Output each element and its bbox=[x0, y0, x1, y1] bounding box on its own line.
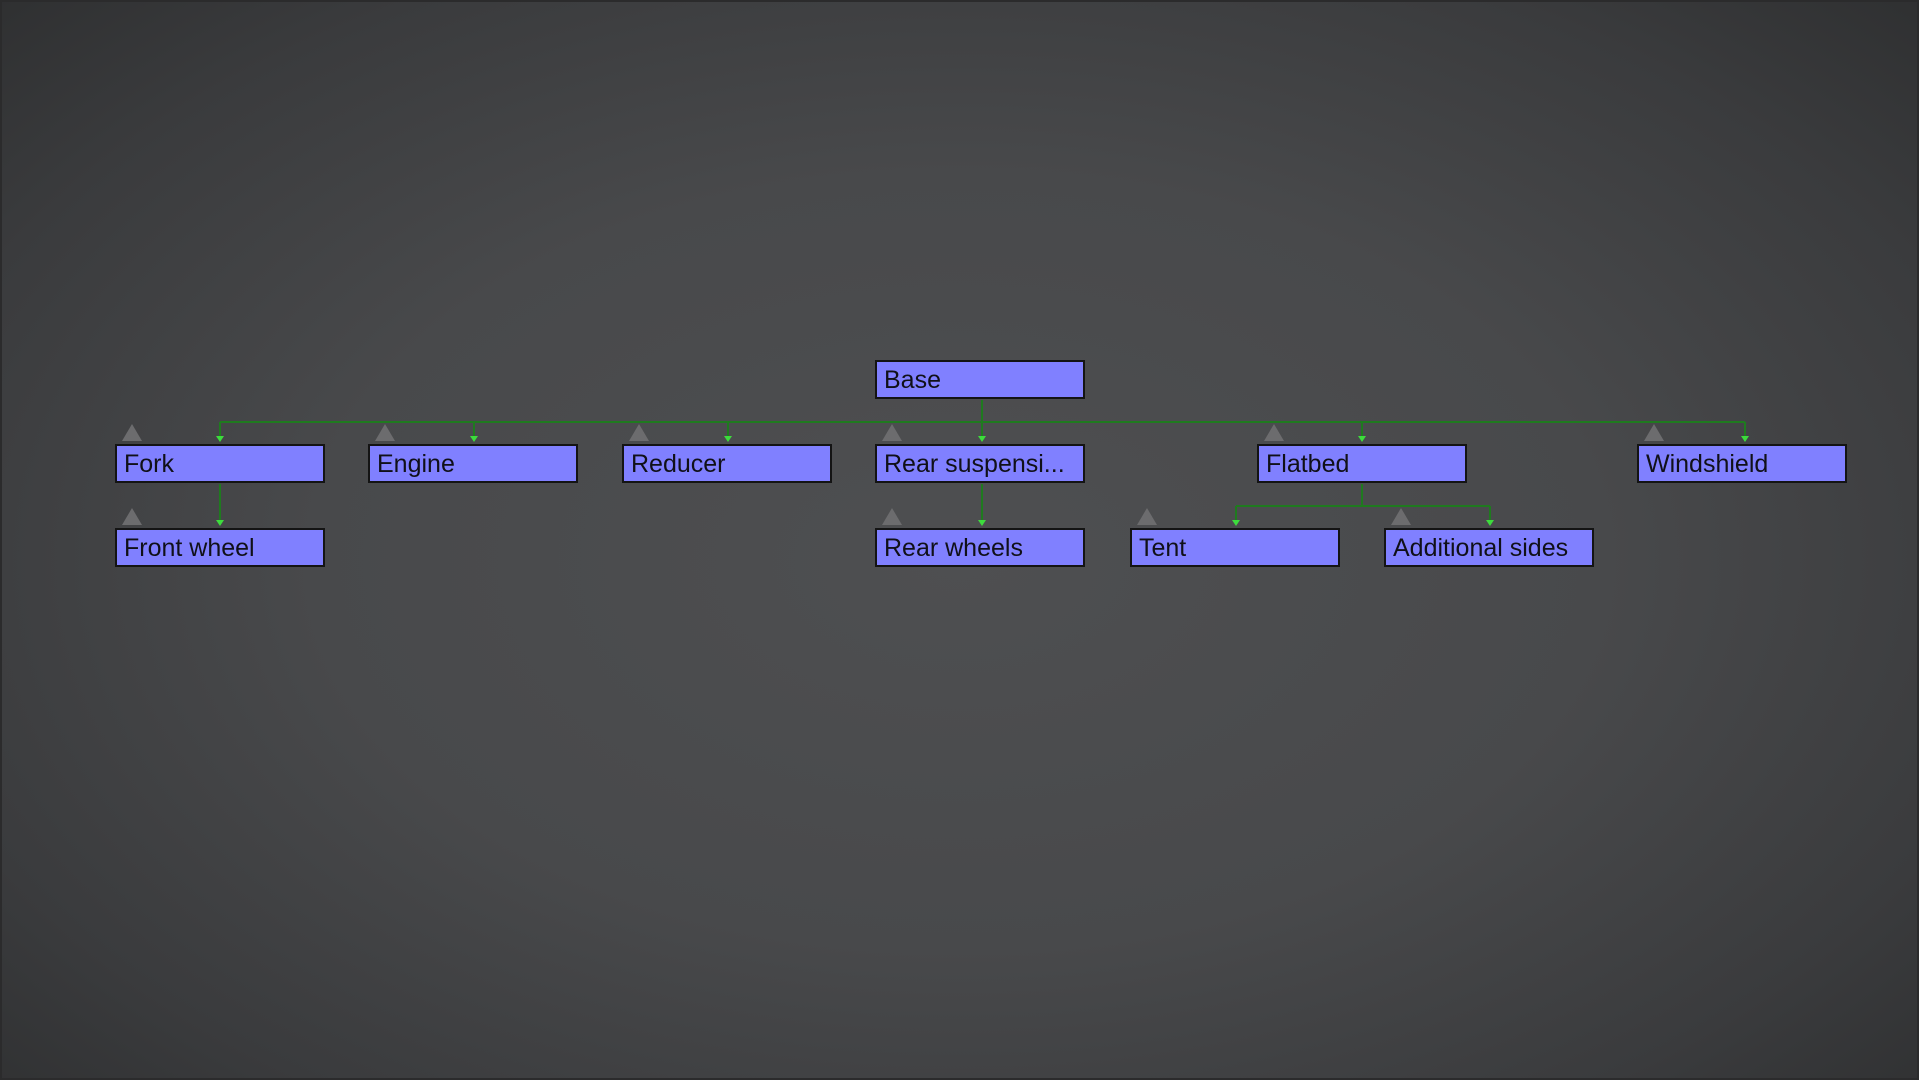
node-fork[interactable]: Fork bbox=[115, 424, 325, 483]
arrow-rear-wheels bbox=[978, 520, 986, 526]
node-label: Windshield bbox=[1646, 450, 1769, 478]
node-label: Reducer bbox=[631, 450, 726, 478]
node-label: Base bbox=[884, 366, 941, 394]
triangle-up-icon[interactable] bbox=[882, 424, 902, 441]
node-rear-suspension[interactable]: Rear suspensi... bbox=[875, 424, 1085, 483]
triangle-up-icon[interactable] bbox=[1137, 508, 1157, 525]
node-windshield[interactable]: Windshield bbox=[1637, 424, 1847, 483]
arrow-rear-suspension bbox=[978, 436, 986, 442]
node-tent[interactable]: Tent bbox=[1130, 508, 1340, 567]
arrow-front-wheel bbox=[216, 520, 224, 526]
triangle-up-icon[interactable] bbox=[1264, 424, 1284, 441]
node-flatbed[interactable]: Flatbed bbox=[1257, 424, 1467, 483]
arrow-fork bbox=[216, 436, 224, 442]
node-label: Additional sides bbox=[1393, 534, 1569, 562]
triangle-up-icon[interactable] bbox=[122, 424, 142, 441]
triangle-up-icon[interactable] bbox=[629, 424, 649, 441]
arrow-flatbed bbox=[1358, 436, 1366, 442]
node-front-wheel[interactable]: Front wheel bbox=[115, 508, 325, 567]
arrow-engine bbox=[470, 436, 478, 442]
arrow-reducer bbox=[724, 436, 732, 442]
node-label: Front wheel bbox=[124, 534, 255, 562]
node-rear-wheels[interactable]: Rear wheels bbox=[875, 508, 1085, 567]
node-reducer[interactable]: Reducer bbox=[622, 424, 832, 483]
node-label: Rear suspensi... bbox=[884, 450, 1065, 478]
node-additional-sides[interactable]: Additional sides bbox=[1384, 508, 1594, 567]
triangle-up-icon[interactable] bbox=[375, 424, 395, 441]
triangle-up-icon[interactable] bbox=[882, 508, 902, 525]
arrow-windshield bbox=[1741, 436, 1749, 442]
node-label: Rear wheels bbox=[884, 534, 1023, 562]
arrow-tent bbox=[1232, 520, 1240, 526]
arrow-additional-sides bbox=[1486, 520, 1494, 526]
triangle-up-icon[interactable] bbox=[1391, 508, 1411, 525]
node-engine[interactable]: Engine bbox=[368, 424, 578, 483]
triangle-up-icon[interactable] bbox=[1644, 424, 1664, 441]
node-label: Fork bbox=[124, 450, 174, 478]
node-label: Flatbed bbox=[1266, 450, 1350, 478]
node-label: Tent bbox=[1139, 534, 1187, 562]
node-label: Engine bbox=[377, 450, 455, 478]
node-base[interactable]: Base bbox=[875, 360, 1085, 399]
triangle-up-icon[interactable] bbox=[122, 508, 142, 525]
